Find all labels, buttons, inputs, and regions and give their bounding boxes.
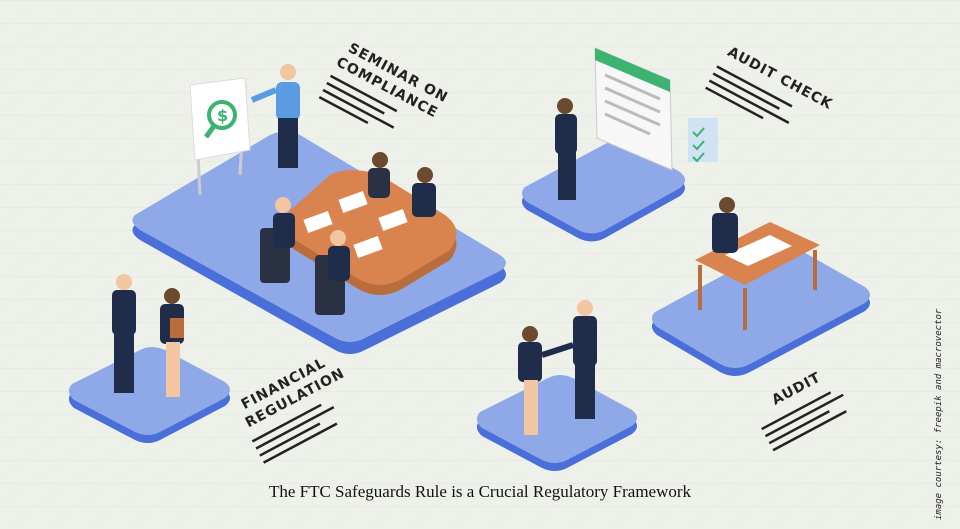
presentation-easel: $ <box>189 77 251 196</box>
audit-check-platform <box>521 141 685 242</box>
seated-attendees <box>260 152 436 315</box>
image-credit: image courtesy: freepik and macrovector <box>934 308 944 520</box>
auditor-standing-figure <box>555 98 577 200</box>
handshake-figures <box>518 300 597 435</box>
handshake-platform <box>476 375 637 471</box>
presenter-figure <box>250 64 300 168</box>
two-business-people <box>112 274 184 397</box>
checklist-icon <box>688 118 718 163</box>
dollar-magnifier-icon: $ <box>203 100 237 139</box>
svg-text:$: $ <box>217 106 228 125</box>
document-icon <box>594 47 673 171</box>
image-caption: The FTC Safeguards Rule is a Crucial Reg… <box>268 482 692 501</box>
audit-desk <box>695 197 820 330</box>
financial-regulation-platform <box>68 347 230 443</box>
